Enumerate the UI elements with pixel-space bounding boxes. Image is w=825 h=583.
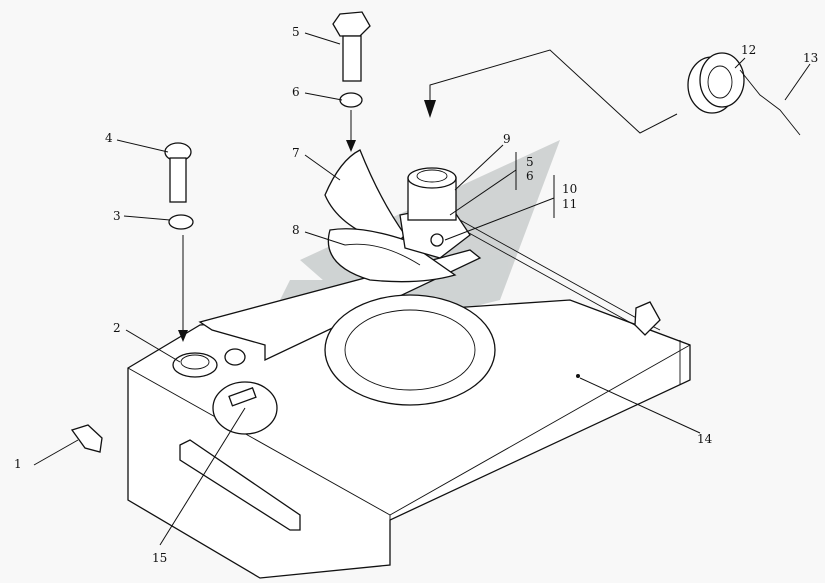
callout-10: 10 — [562, 182, 577, 196]
callout-6: 6 — [292, 85, 300, 99]
callout-6b: 6 — [526, 169, 534, 183]
callout-7: 7 — [292, 146, 300, 160]
callout-labels: 1 2 3 4 5 6 7 8 9 5 6 10 11 12 13 14 15 — [14, 25, 818, 565]
callout-3: 3 — [113, 209, 121, 223]
leader-lines — [33, 32, 811, 546]
callout-5b: 5 — [526, 155, 534, 169]
callout-13: 13 — [803, 51, 818, 65]
bracket-assembly — [324, 149, 471, 283]
callout-9: 9 — [503, 132, 511, 146]
callout-5: 5 — [292, 25, 300, 39]
callout-1: 1 — [14, 457, 22, 471]
callout-11: 11 — [562, 197, 577, 211]
callout-8: 8 — [292, 223, 300, 237]
flow-arrow — [424, 49, 678, 134]
cap-12 — [687, 52, 801, 136]
callout-15: 15 — [152, 551, 167, 565]
callout-2: 2 — [113, 321, 121, 335]
callout-14: 14 — [697, 432, 713, 446]
fitting-1 — [70, 424, 103, 453]
callout-12: 12 — [741, 43, 756, 57]
screw-4 — [164, 142, 194, 342]
callout-4: 4 — [105, 131, 113, 145]
bolt-5 — [332, 11, 371, 152]
